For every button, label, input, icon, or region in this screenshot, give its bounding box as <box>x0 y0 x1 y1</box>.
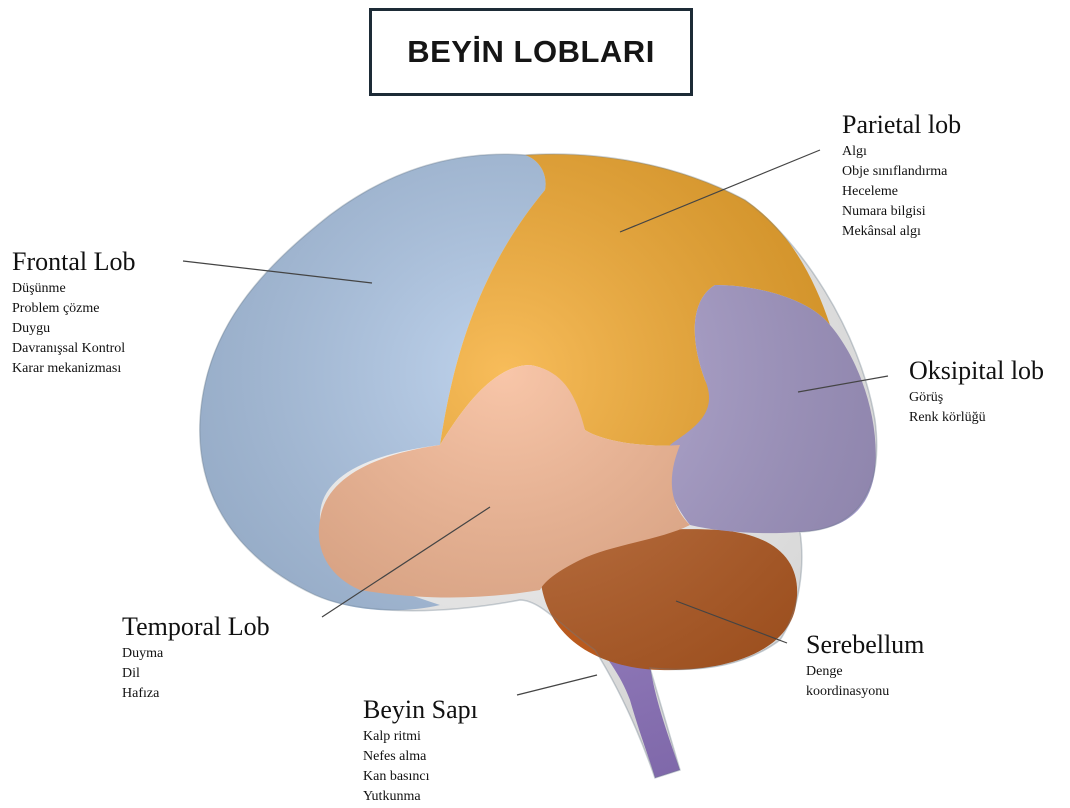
function-item: Mekânsal algı <box>842 222 961 242</box>
beyin-sapi-label: Beyin Sapı Kalp ritmi Nefes alma Kan bas… <box>363 695 478 807</box>
frontal-lob-name: Frontal Lob <box>12 247 136 277</box>
function-item: Yutkunma <box>363 787 478 807</box>
temporal-lob-functions: Duyma Dil Hafıza <box>122 644 270 704</box>
frontal-lob-functions: Düşünme Problem çözme Duygu Davranışsal … <box>12 279 136 379</box>
function-item: Kan basıncı <box>363 767 478 787</box>
function-item: Numara bilgisi <box>842 202 961 222</box>
temporal-lob-name: Temporal Lob <box>122 612 270 642</box>
brainstem-leader-line <box>517 675 597 695</box>
function-item: Duyma <box>122 644 270 664</box>
function-item: koordinasyonu <box>806 682 924 702</box>
function-item: Davranışsal Kontrol <box>12 339 136 359</box>
serebellum-name: Serebellum <box>806 630 924 660</box>
function-item: Problem çözme <box>12 299 136 319</box>
beyin-sapi-functions: Kalp ritmi Nefes alma Kan basıncı Yutkun… <box>363 727 478 807</box>
serebellum-label: Serebellum Denge koordinasyonu <box>806 630 924 702</box>
function-item: Algı <box>842 142 961 162</box>
function-item: Kalp ritmi <box>363 727 478 747</box>
parietal-lob-functions: Algı Obje sınıflandırma Heceleme Numara … <box>842 142 961 242</box>
function-item: Düşünme <box>12 279 136 299</box>
function-item: Obje sınıflandırma <box>842 162 961 182</box>
function-item: Nefes alma <box>363 747 478 767</box>
function-item: Dil <box>122 664 270 684</box>
oksipital-lob-label: Oksipital lob Görüş Renk körlüğü <box>909 356 1044 428</box>
function-item: Renk körlüğü <box>909 408 1044 428</box>
oksipital-lob-functions: Görüş Renk körlüğü <box>909 388 1044 428</box>
serebellum-functions: Denge koordinasyonu <box>806 662 924 702</box>
function-item: Görüş <box>909 388 1044 408</box>
function-item: Heceleme <box>842 182 961 202</box>
function-item: Denge <box>806 662 924 682</box>
function-item: Duygu <box>12 319 136 339</box>
oksipital-lob-name: Oksipital lob <box>909 356 1044 386</box>
temporal-lob-label: Temporal Lob Duyma Dil Hafıza <box>122 612 270 704</box>
frontal-lob-label: Frontal Lob Düşünme Problem çözme Duygu … <box>12 247 136 379</box>
parietal-lob-name: Parietal lob <box>842 110 961 140</box>
function-item: Karar mekanizması <box>12 359 136 379</box>
beyin-sapi-name: Beyin Sapı <box>363 695 478 725</box>
parietal-lob-label: Parietal lob Algı Obje sınıflandırma Hec… <box>842 110 961 242</box>
function-item: Hafıza <box>122 684 270 704</box>
